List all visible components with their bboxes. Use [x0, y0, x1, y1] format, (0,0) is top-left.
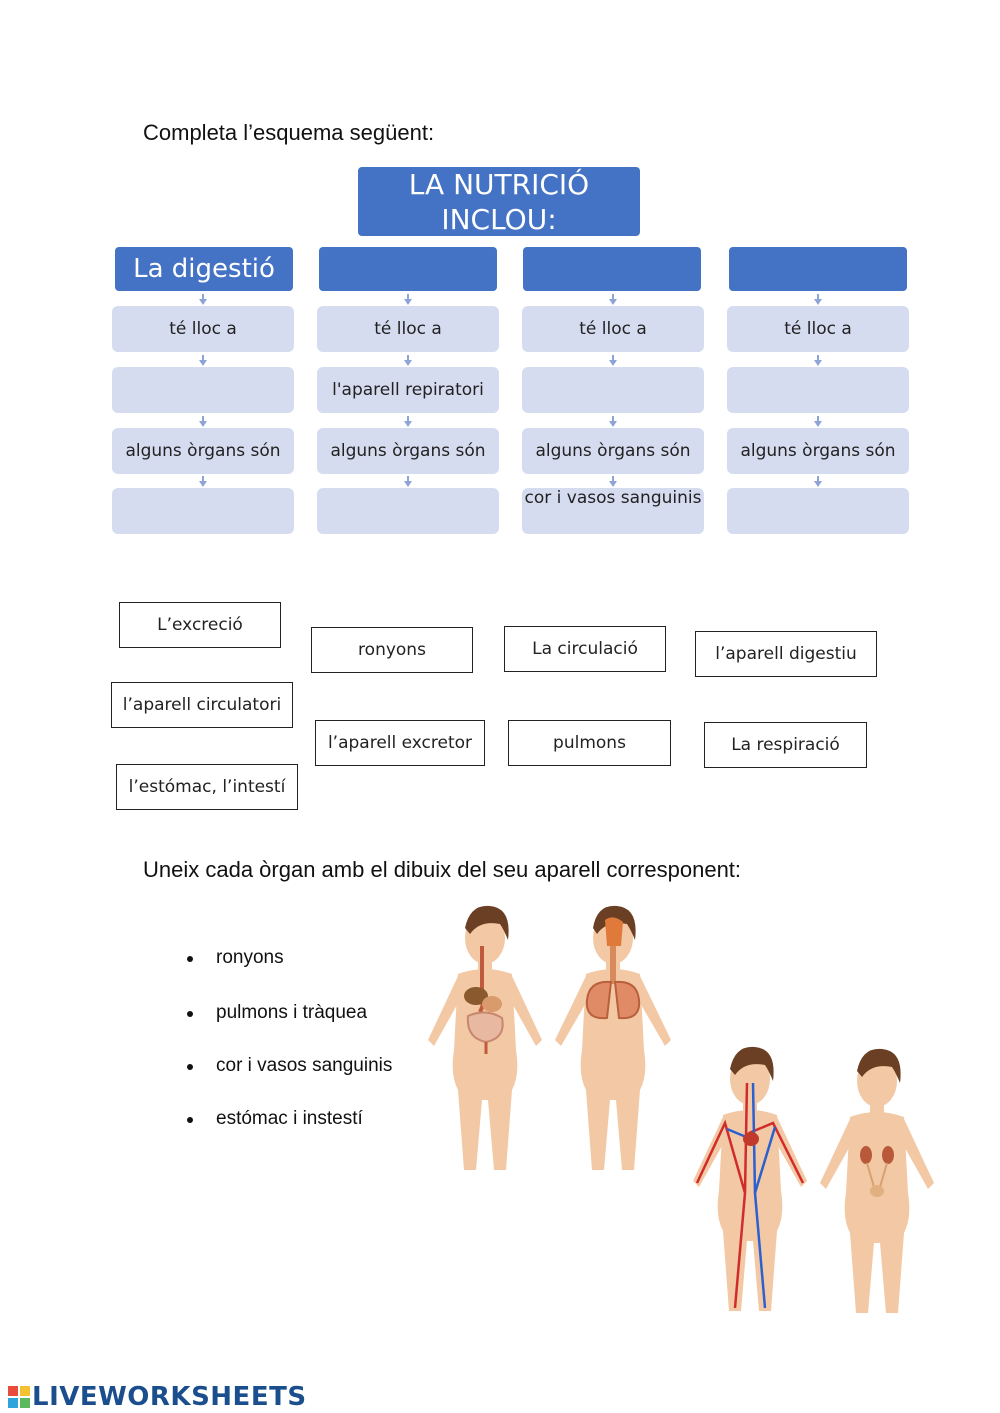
connector-arrow-icon [404, 416, 412, 427]
organ-list-item: ronyons [187, 947, 284, 969]
connector-arrow-icon [199, 476, 207, 487]
instruction-complete: Completa l’esquema següent: [143, 120, 435, 145]
word-chip[interactable]: l’aparell digestiu [695, 631, 877, 677]
diagram-label-cell: alguns òrgans són [727, 428, 909, 474]
connector-arrow-icon [814, 416, 822, 427]
word-chip[interactable]: ronyons [311, 627, 473, 673]
column-header-1[interactable]: La digestió [115, 247, 293, 291]
diagram-label-cell: té lloc a [317, 306, 499, 352]
word-chip[interactable]: pulmons [508, 720, 671, 766]
diagram-root-line2: INCLOU: [441, 202, 557, 236]
bullet-icon [187, 956, 193, 962]
connector-arrow-icon [199, 355, 207, 366]
connector-arrow-icon [609, 476, 617, 487]
bullet-icon [187, 1117, 193, 1123]
logo-icon [8, 1386, 30, 1408]
diagram-label-cell: té lloc a [522, 306, 704, 352]
logo-text: LIVEWORKSHEETS [32, 1382, 307, 1412]
diagram-answer-cell[interactable]: l'aparell repiratori [317, 367, 499, 413]
word-chip[interactable]: La circulació [504, 626, 666, 672]
respiratory-system-body-icon[interactable] [545, 900, 680, 1180]
connector-arrow-icon [814, 294, 822, 305]
connector-arrow-icon [609, 294, 617, 305]
liveworksheets-logo: LIVEWORKSHEETS [8, 1382, 307, 1412]
diagram-label-cell: té lloc a [727, 306, 909, 352]
diagram-answer-cell[interactable] [112, 367, 294, 413]
diagram-label-cell: alguns òrgans són [112, 428, 294, 474]
connector-arrow-icon [404, 355, 412, 366]
word-chip[interactable]: La respiració [704, 722, 867, 768]
organ-label: estómac i instestí [216, 1108, 363, 1129]
organ-label: pulmons i tràquea [216, 1002, 368, 1023]
diagram-label-cell: alguns òrgans són [317, 428, 499, 474]
diagram-root-line1: LA NUTRICIÓ [408, 167, 590, 201]
word-chip[interactable]: l’aparell excretor [315, 720, 485, 766]
organ-label: cor i vasos sanguinis [216, 1055, 393, 1076]
diagram-answer-cell[interactable] [522, 367, 704, 413]
column-header-3[interactable] [523, 247, 701, 291]
instruction-match: Uneix cada òrgan amb el dibuix del seu a… [143, 857, 742, 882]
connector-arrow-icon [199, 294, 207, 305]
column-header-4[interactable] [729, 247, 907, 291]
bullet-icon [187, 1064, 193, 1070]
diagram-label-cell: alguns òrgans són [522, 428, 704, 474]
diagram-label-cell: té lloc a [112, 306, 294, 352]
excretory-system-body-icon[interactable] [812, 1045, 942, 1325]
digestive-system-body-icon[interactable] [420, 900, 550, 1180]
connector-arrow-icon [609, 416, 617, 427]
word-chip[interactable]: l’estómac, l’intestí [116, 764, 298, 810]
diagram-answer-cell[interactable] [317, 488, 499, 534]
circulatory-system-body-icon[interactable] [685, 1043, 815, 1323]
connector-arrow-icon [609, 355, 617, 366]
word-chip[interactable]: L’excreció [119, 602, 281, 648]
connector-arrow-icon [814, 476, 822, 487]
diagram-answer-cell[interactable]: cor i vasos sanguinis [522, 488, 704, 534]
column-header-2[interactable] [319, 247, 497, 291]
diagram-answer-cell[interactable] [112, 488, 294, 534]
connector-arrow-icon [404, 294, 412, 305]
diagram-answer-cell[interactable] [727, 367, 909, 413]
diagram-answer-cell[interactable] [727, 488, 909, 534]
connector-arrow-icon [199, 416, 207, 427]
diagram-root: LA NUTRICIÓ INCLOU: [358, 167, 640, 236]
organ-list-item: estómac i instestí [187, 1108, 363, 1130]
connector-arrow-icon [814, 355, 822, 366]
word-chip[interactable]: l’aparell circulatori [111, 682, 293, 728]
organ-list-item: cor i vasos sanguinis [187, 1055, 393, 1077]
organ-list-item: pulmons i tràquea [187, 1002, 368, 1024]
connector-arrow-icon [404, 476, 412, 487]
bullet-icon [187, 1011, 193, 1017]
organ-label: ronyons [216, 947, 284, 968]
